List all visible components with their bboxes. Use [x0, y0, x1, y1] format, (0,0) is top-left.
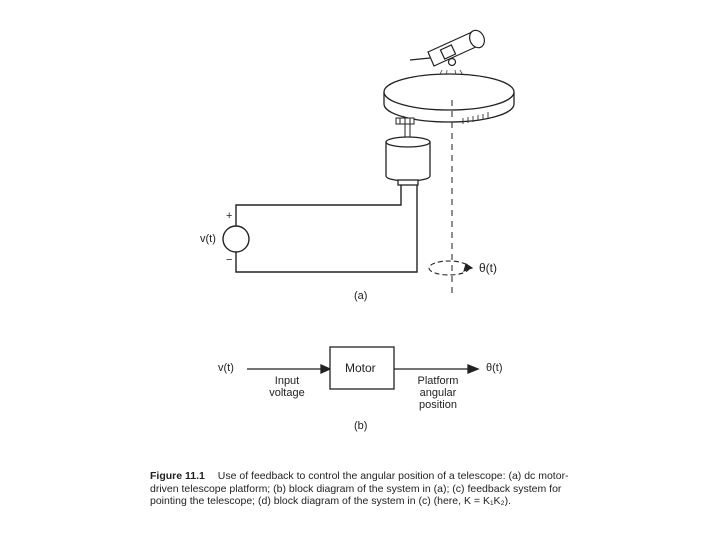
input-caption-line-2: voltage [269, 387, 305, 399]
platform-disc [383, 73, 515, 123]
output-caption-line-3: position [419, 399, 457, 411]
source-voltage-label: v(t) [200, 233, 216, 245]
angle-label: θ(t) [479, 261, 497, 275]
motor-block [329, 346, 395, 390]
input-signal-label: v(t) [218, 362, 234, 374]
part-a-label: (a) [354, 290, 368, 302]
source-plus-sign: + [226, 210, 233, 222]
figure-number: Figure 11.1 [150, 470, 205, 482]
figure-caption: Figure 11.1 Use of feedback to control t… [150, 470, 580, 508]
block-diagram [247, 346, 480, 390]
motor-block-label: Motor [345, 361, 376, 375]
gear-teeth [462, 112, 489, 124]
part-b-label: (b) [354, 420, 368, 432]
pinion-gear [395, 117, 415, 138]
input-caption-line-1: Input [274, 375, 300, 387]
source-minus-sign: − [226, 254, 233, 266]
output-caption-line-2: angular [419, 387, 457, 399]
output-caption-line-1: Platform [417, 375, 459, 387]
telescope [409, 29, 485, 67]
voltage-source-symbol [222, 225, 250, 253]
output-signal-label: θ(t) [486, 362, 503, 374]
caption-text: Use of feedback to control the angular p… [150, 470, 569, 507]
rotation-arrow [428, 260, 474, 276]
input-caption: Input voltage [262, 375, 312, 399]
output-caption: Platform angular position [407, 375, 469, 411]
input-arrowhead [320, 363, 332, 375]
motor-wiring [235, 185, 418, 273]
motor-cylinder [385, 136, 431, 186]
output-arrowhead [467, 364, 480, 374]
